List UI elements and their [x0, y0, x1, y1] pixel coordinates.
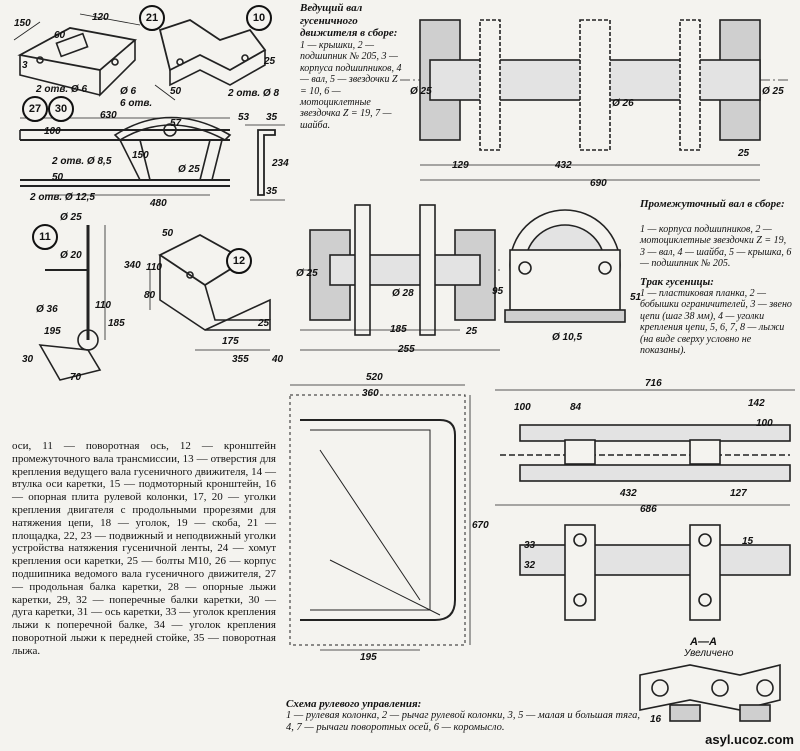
part-12-bracket: [149, 233, 271, 351]
dim-label: 33: [524, 540, 536, 551]
part-10-bracket: [154, 19, 267, 101]
dim-label: Ø 25: [60, 212, 82, 223]
track-legend: 1 — пластиковая планка, 2 — бобышки огра…: [640, 288, 792, 357]
dim-label: 6 отв.: [120, 98, 153, 109]
dim-label: 129: [452, 160, 469, 171]
drive-shaft-caption: Ведущий вал гусеничного движителя в сбор…: [300, 2, 398, 40]
dim-label: 2 отв. Ø 6: [36, 84, 88, 95]
dim-label: 195: [360, 652, 377, 663]
dim-label: 150: [132, 150, 149, 161]
dim-label: 80: [144, 290, 156, 301]
dim-label: 195: [44, 326, 61, 337]
part-marker-27: 27: [22, 96, 48, 122]
dim-label: 35: [266, 186, 278, 197]
track-assembly: [495, 389, 795, 722]
dim-label: 25: [258, 318, 270, 329]
dim-label: 110: [95, 300, 111, 311]
intermediate-shaft-assembly: [300, 204, 626, 351]
dim-label: Ø 28: [392, 288, 414, 299]
dim-label: 234: [272, 158, 289, 169]
dim-label: 690: [590, 178, 607, 189]
dim-label: 340: [124, 260, 141, 271]
dim-label: 35: [266, 112, 278, 123]
dim-label: Ø 25: [296, 268, 318, 279]
dim-label: 60: [54, 30, 66, 41]
part-21-bracket: [13, 13, 141, 97]
track-caption: Трак гусеницы:: [640, 276, 714, 288]
steering-caption: Схема рулевого управления:: [286, 698, 422, 710]
dim-label: 50: [170, 86, 182, 97]
steering-legend: 1 — рулевая колонка, 2 — рычаг рулевой к…: [286, 710, 641, 733]
dim-label: Ø 36: [36, 304, 58, 315]
intermediate-shaft-legend: 1 — корпуса подшипников, 2 — мотоциклетн…: [640, 224, 792, 270]
section-sublabel: Увеличено: [684, 648, 734, 659]
part-marker-30: 30: [48, 96, 74, 122]
section-label: А—А: [690, 636, 717, 648]
dim-label: 2 отв. Ø 12,5: [30, 192, 95, 203]
dim-label: Ø 25: [410, 86, 432, 97]
dim-label: 25: [466, 326, 478, 337]
dim-label: 432: [555, 160, 572, 171]
dim-label: 95: [492, 286, 504, 297]
dim-label: Ø 25: [762, 86, 784, 97]
dim-label: Ø 25: [178, 164, 200, 175]
dim-label: 150: [14, 18, 31, 29]
dim-label: 84: [570, 402, 582, 413]
dim-label: 716: [645, 378, 662, 389]
part-marker-11: 11: [32, 224, 58, 250]
dim-label: 175: [222, 336, 239, 347]
dim-label: 30: [22, 354, 34, 365]
dim-label: 185: [390, 324, 407, 335]
dim-label: 57: [170, 118, 182, 129]
dim-label: 40: [272, 354, 284, 365]
dim-label: 142: [748, 398, 765, 409]
part-marker-12: 12: [226, 248, 252, 274]
dim-label: 127: [730, 488, 747, 499]
dim-label: 15: [742, 536, 754, 547]
dim-label: 100: [756, 418, 773, 429]
dim-label: 32: [524, 560, 536, 571]
dim-label: 120: [92, 12, 109, 23]
part-marker-21: 21: [139, 5, 165, 31]
dim-label: Ø 26: [612, 98, 634, 109]
dim-label: 255: [398, 344, 415, 355]
part-marker-10: 10: [246, 5, 272, 31]
dim-label: 53: [238, 112, 250, 123]
dim-label: 480: [150, 198, 167, 209]
dim-label: 630: [100, 110, 117, 121]
dim-label: Ø 6: [120, 86, 137, 97]
dim-label: 50: [52, 172, 64, 183]
dim-label: 16: [650, 714, 662, 725]
dim-label: 2 отв. Ø 8,5: [52, 156, 112, 167]
dim-label: 3: [22, 60, 28, 71]
intermediate-shaft-caption: Промежуточный вал в сборе:: [640, 198, 785, 210]
dim-label: 25: [264, 56, 276, 67]
dim-label: 355: [232, 354, 249, 365]
dim-label: 50: [162, 228, 174, 239]
dim-label: 520: [366, 372, 383, 383]
dim-label: 2 отв. Ø 8: [228, 88, 280, 99]
dim-label: 110: [146, 262, 162, 273]
dim-label: 686: [640, 504, 657, 515]
dim-label: 432: [620, 488, 637, 499]
dim-label: Ø 10,5: [552, 332, 583, 343]
dim-label: 360: [362, 388, 379, 399]
part-30-arc: [245, 124, 285, 201]
dim-label: 100: [514, 402, 531, 413]
drive-shaft-assembly: [400, 19, 790, 181]
dim-label: 51: [630, 292, 642, 303]
dim-label: Ø 20: [60, 250, 82, 261]
dim-label: 670: [472, 520, 489, 531]
steering-scheme: [289, 384, 471, 651]
watermark: asyl.ucoz.com: [705, 732, 794, 747]
dim-label: 70: [70, 372, 82, 383]
part-11-axle: [38, 225, 106, 381]
drive-shaft-legend: 1 — крышки, 2 — подшипник № 205, 3 — кор…: [300, 40, 402, 131]
dim-label: 100: [44, 126, 61, 137]
dim-label: 25: [738, 148, 750, 159]
parts-legend: оси, 11 — поворотная ось, 12 — кронштейн…: [12, 440, 276, 657]
dim-label: 185: [108, 318, 125, 329]
